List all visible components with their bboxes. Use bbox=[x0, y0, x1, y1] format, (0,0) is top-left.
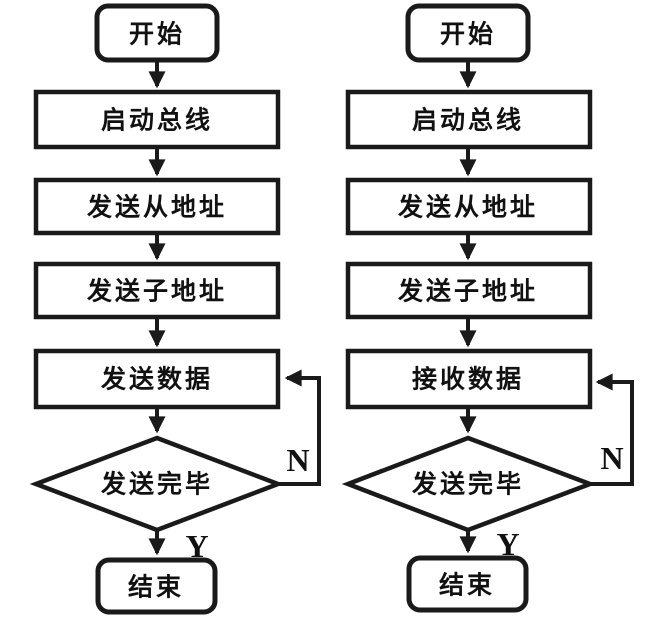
start-node-label: 开始 bbox=[440, 20, 496, 49]
end-node-label: 结束 bbox=[128, 573, 184, 602]
process-node-step2 bbox=[345, 177, 593, 236]
branch-no-label: N bbox=[286, 442, 309, 478]
loop-no-connector bbox=[590, 373, 634, 486]
decision-label: 发送完毕 bbox=[411, 470, 524, 499]
start-node-label: 开始 bbox=[129, 20, 185, 49]
step1-label: 启动总线 bbox=[412, 106, 524, 135]
process-node-step3 bbox=[33, 261, 281, 320]
end-node bbox=[406, 555, 529, 613]
flowchart-send: 开始 启动总线 发送从地址 发送子地址 发送数据 发送完毕 N bbox=[29, 3, 321, 615]
decision-label: 发送完毕 bbox=[100, 470, 213, 499]
step2-label: 发送从地址 bbox=[86, 193, 227, 222]
branch-no-label: N bbox=[600, 440, 623, 476]
step1-label: 启动总线 bbox=[101, 106, 213, 135]
branch-yes-label: Y bbox=[185, 528, 208, 564]
process-node-step1 bbox=[33, 89, 281, 150]
step4-label: 发送数据 bbox=[100, 365, 213, 394]
step3-label: 发送子地址 bbox=[397, 277, 538, 306]
end-node-label: 结束 bbox=[439, 571, 495, 600]
end-node bbox=[95, 557, 218, 615]
process-node-step1 bbox=[345, 89, 593, 150]
process-node-step4 bbox=[345, 348, 593, 410]
step2-label: 发送从地址 bbox=[397, 193, 538, 222]
step4-label: 接收数据 bbox=[412, 365, 524, 394]
branch-yes-label: Y bbox=[496, 526, 519, 562]
flowchart-receive: 开始 启动总线 发送从地址 发送子地址 接收数据 发送完毕 N bbox=[341, 3, 634, 613]
loop-no-connector bbox=[278, 369, 321, 486]
step3-label: 发送子地址 bbox=[86, 277, 227, 306]
